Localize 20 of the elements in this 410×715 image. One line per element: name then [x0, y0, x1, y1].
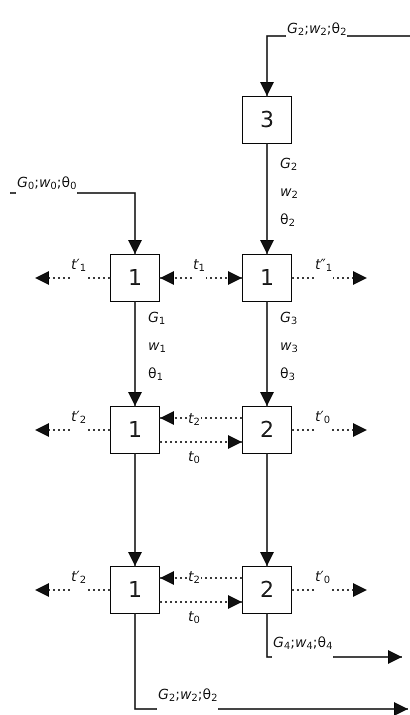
edge-label: G$_{2}$ w$_{2}$ θ$_{2}$	[279, 155, 299, 231]
dotted-arrow	[160, 411, 242, 425]
process-box: 3	[242, 96, 292, 144]
process-box: 2	[242, 566, 292, 614]
edge-label: G$_{1}$ w$_{1}$ θ$_{1}$	[147, 309, 167, 385]
process-box: 2	[242, 406, 292, 454]
edge-label: G$_{3}$ w$_{3}$ θ$_{3}$	[279, 309, 299, 385]
process-box: 1	[110, 254, 160, 302]
dotted-arrow	[160, 571, 242, 585]
process-box: 1	[110, 406, 160, 454]
arrow	[128, 302, 142, 406]
arrow	[128, 454, 142, 566]
process-box: 1	[110, 566, 160, 614]
dotted-arrow	[160, 271, 242, 285]
dotted-arrow	[160, 595, 242, 609]
dotted-arrow	[160, 435, 242, 449]
process-box: 1	[242, 254, 292, 302]
arrow	[260, 454, 274, 566]
arrow	[260, 144, 274, 254]
arrow	[260, 302, 274, 406]
